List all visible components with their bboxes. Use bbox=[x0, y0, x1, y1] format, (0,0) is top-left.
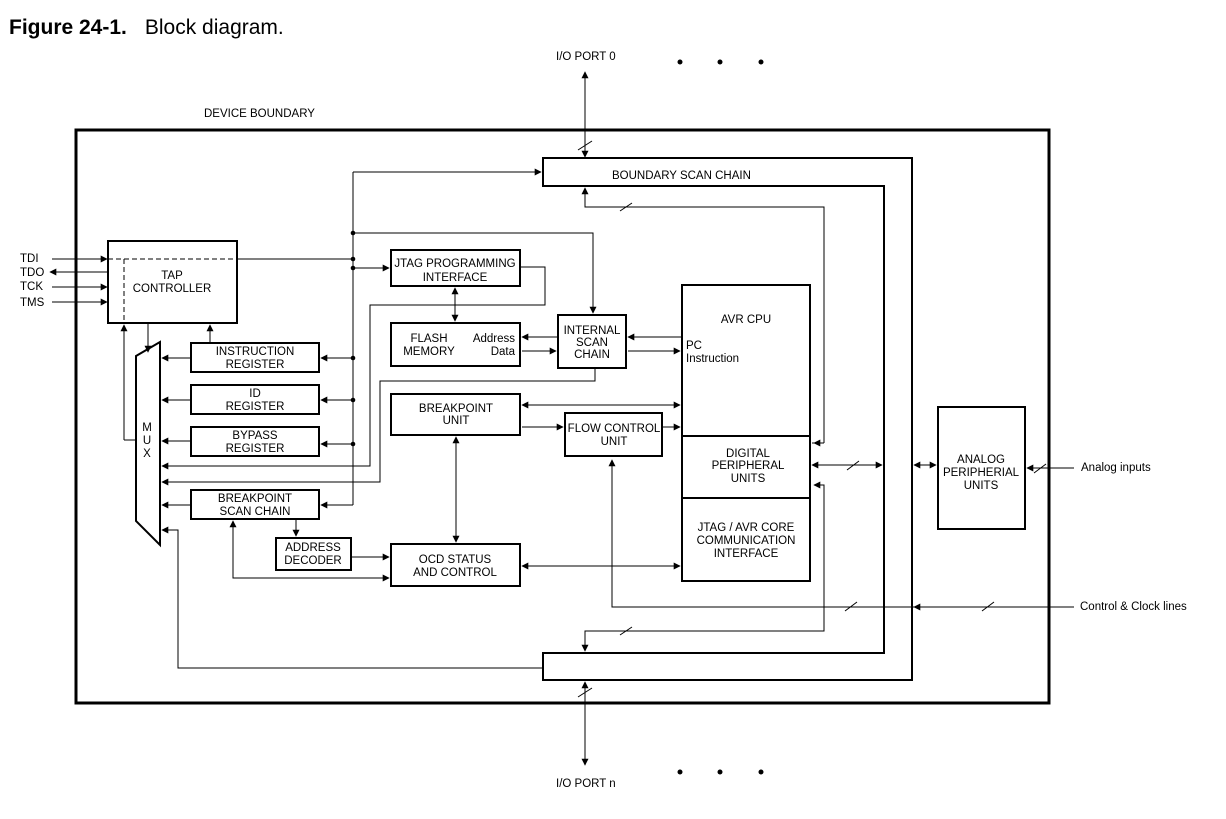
flash-data-port-label: Data bbox=[491, 346, 516, 358]
ocd-status-label: OCD STATUS bbox=[419, 554, 492, 566]
tdo-label: TDO bbox=[20, 267, 44, 279]
boundary-scan-to-mux-arrow bbox=[161, 526, 543, 669]
flow-control-label: UNIT bbox=[601, 436, 628, 448]
jtag-programming-interface-block bbox=[390, 249, 521, 287]
breakpoint-unit-label: BREAKPOINT bbox=[419, 403, 493, 415]
flow-control-unit-block bbox=[564, 412, 663, 457]
bypass-register-block bbox=[190, 426, 320, 457]
avr-cpu-block bbox=[681, 284, 811, 437]
tms-label: TMS bbox=[20, 297, 45, 309]
instruction-register-label: REGISTER bbox=[226, 359, 285, 371]
flow-control-label: FLOW CONTROL bbox=[568, 423, 661, 435]
control-clock-label: Control & Clock lines bbox=[1080, 601, 1187, 613]
digital-peripheral-label: UNITS bbox=[731, 473, 766, 485]
figure-number: Figure 24-1. bbox=[9, 16, 127, 39]
bus-slash bbox=[981, 601, 995, 612]
bypass-register-label: REGISTER bbox=[226, 443, 285, 455]
figure-caption: Block diagram. bbox=[144, 16, 284, 39]
pc-port-label: PC bbox=[686, 340, 702, 352]
mux-block bbox=[135, 340, 161, 548]
device-boundary-label: DEVICE BOUNDARY bbox=[204, 108, 315, 120]
bus-slash bbox=[577, 687, 593, 698]
digital-peripheral-label: PERIPHERAL bbox=[712, 460, 785, 472]
jtag-avr-comm-label: JTAG / AVR CORE bbox=[698, 522, 795, 534]
instruction-register-block bbox=[190, 342, 320, 373]
mux-label: U bbox=[143, 435, 151, 447]
analog-peripheral-label: PERIPHERIAL bbox=[943, 467, 1020, 479]
ocd-status-control-block bbox=[390, 543, 521, 587]
digital-peripheral-label: DIGITAL bbox=[726, 448, 770, 460]
boundary-scan-chain bbox=[542, 157, 913, 681]
jtag-avr-comm-label: INTERFACE bbox=[714, 548, 779, 560]
tck-label: TCK bbox=[20, 281, 43, 293]
device-boundary-frame bbox=[74, 128, 1051, 705]
flash-memory-label: MEMORY bbox=[403, 346, 455, 358]
ocd-status-label: AND CONTROL bbox=[413, 567, 497, 579]
address-decoder-label: ADDRESS bbox=[285, 542, 341, 554]
internal-scan-label: SCAN bbox=[576, 337, 608, 349]
junction-dots bbox=[350, 230, 356, 447]
flash-memory-label: FLASH bbox=[410, 333, 447, 345]
ellipsis-dots-top bbox=[677, 59, 764, 65]
bscan-ocd-arrow bbox=[229, 520, 390, 582]
address-decoder-label: DECODER bbox=[284, 555, 342, 567]
boundary-scan-to-digital-line bbox=[581, 187, 825, 443]
internal-scan-chain-block bbox=[557, 314, 627, 369]
bus-slash bbox=[844, 601, 858, 612]
mux-label: M bbox=[142, 422, 152, 434]
mux-label: X bbox=[143, 448, 151, 460]
flash-memory-block bbox=[390, 322, 521, 367]
digital-to-boundary-scan-bottom-arrow bbox=[581, 481, 825, 652]
ellipsis-dots-bottom bbox=[677, 769, 764, 775]
bus-slash bbox=[1033, 463, 1047, 474]
analog-inputs-label: Analog inputs bbox=[1081, 462, 1151, 474]
jtag-programming-label: INTERFACE bbox=[423, 272, 488, 284]
bypass-register-label: BYPASS bbox=[232, 430, 277, 442]
internal-scan-label: INTERNAL bbox=[564, 325, 621, 337]
breakpoint-scan-chain-label: BREAKPOINT bbox=[218, 493, 292, 505]
internal-scan-label: CHAIN bbox=[574, 349, 610, 361]
instruction-port-label: Instruction bbox=[686, 353, 739, 365]
tdi-to-internal-scan-arrow bbox=[353, 232, 597, 314]
bus-slash bbox=[619, 202, 633, 212]
breakpoint-scan-chain-label: SCAN CHAIN bbox=[220, 506, 291, 518]
boundary-scan-label: BOUNDARY SCAN CHAIN bbox=[612, 170, 751, 182]
figure-title: Figure 24-1. Block diagram. bbox=[9, 16, 284, 40]
tap-controller-label: TAP bbox=[161, 270, 183, 282]
breakpoint-unit-block bbox=[390, 393, 521, 436]
tap-controller-block bbox=[107, 240, 238, 324]
tap-controller-label: CONTROLLER bbox=[133, 283, 212, 295]
io-port-0-label: I/O PORT 0 bbox=[556, 51, 616, 63]
instruction-register-label: INSTRUCTION bbox=[216, 346, 295, 358]
bus-slash bbox=[619, 626, 633, 636]
avr-cpu-label: AVR CPU bbox=[721, 314, 771, 326]
internal-scan-to-mux-arrow bbox=[161, 368, 596, 486]
jtag-programming-label: JTAG PROGRAMMING bbox=[394, 258, 515, 270]
flash-address-port-label: Address bbox=[473, 333, 515, 345]
analog-peripheral-label: UNITS bbox=[964, 480, 999, 492]
id-register-label: REGISTER bbox=[226, 401, 285, 413]
io-port-n-label: I/O PORT n bbox=[556, 778, 616, 790]
bus-slash bbox=[577, 140, 593, 151]
analog-peripheral-label: ANALOG bbox=[957, 454, 1005, 466]
id-register-label: ID bbox=[249, 388, 261, 400]
jtag-avr-comm-label: COMMUNICATION bbox=[697, 535, 796, 547]
bus-slash bbox=[846, 460, 860, 471]
breakpoint-unit-label: UNIT bbox=[443, 415, 470, 427]
tdi-label: TDI bbox=[20, 253, 39, 265]
analog-peripheral-units-block bbox=[937, 406, 1026, 530]
